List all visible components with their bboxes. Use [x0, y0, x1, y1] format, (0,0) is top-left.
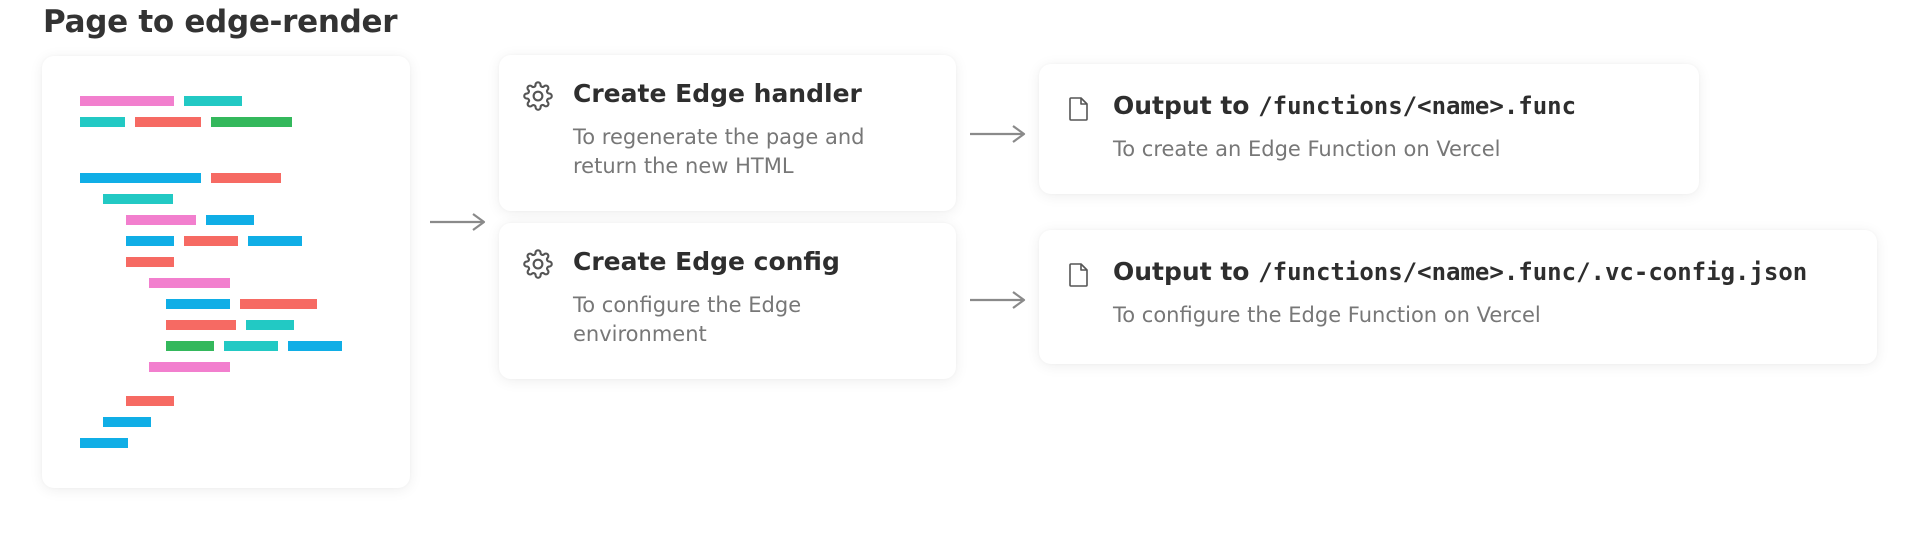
output-prefix: Output to [1113, 257, 1259, 286]
output-card-func: Output to /functions/<name>.func To crea… [1039, 64, 1699, 194]
arrow-right-icon [430, 213, 486, 231]
code-token-bar [126, 215, 196, 225]
step-card-edge-handler: Create Edge handler To regenerate the pa… [499, 55, 956, 211]
code-token-bar [184, 96, 242, 106]
file-icon [1069, 263, 1088, 287]
code-illustration [80, 96, 342, 448]
output-title: Output to /functions/<name>.func [1113, 91, 1576, 120]
code-token-bar [166, 320, 236, 330]
step-description: To configure the Edge environment [573, 293, 802, 346]
code-token-bar [246, 320, 294, 330]
code-token-bar [135, 117, 201, 127]
diagram-title: Page to edge-render [43, 4, 398, 40]
code-token-bar [184, 236, 238, 246]
output-card-vc-config: Output to /functions/<name>.func/.vc-con… [1039, 230, 1877, 364]
output-prefix: Output to [1113, 91, 1259, 120]
code-token-bar [211, 173, 281, 183]
code-token-bar [103, 417, 151, 427]
arrow-right-icon [970, 125, 1026, 143]
code-token-bar [80, 96, 174, 106]
output-path: /functions/<name>.func/.vc-config.json [1258, 258, 1808, 286]
code-token-bar [126, 396, 174, 406]
code-token-bar [80, 438, 128, 448]
step-card-edge-config: Create Edge config To configure the Edge… [499, 223, 956, 379]
code-token-bar [288, 341, 342, 351]
gear-icon [523, 81, 553, 111]
output-description: To configure the Edge Function on Vercel [1113, 303, 1541, 327]
file-icon [1069, 97, 1088, 121]
output-description: To create an Edge Function on Vercel [1113, 137, 1501, 161]
arrow-right-icon [970, 291, 1026, 309]
code-token-bar [126, 257, 174, 267]
code-token-bar [166, 299, 230, 309]
gear-icon [523, 249, 553, 279]
code-token-bar [206, 215, 254, 225]
code-token-bar [211, 117, 292, 127]
code-token-bar [80, 173, 201, 183]
code-token-bar [166, 341, 214, 351]
output-title: Output to /functions/<name>.func/.vc-con… [1113, 257, 1807, 286]
step-description: To regenerate the page and return the ne… [573, 125, 865, 178]
code-token-bar [149, 362, 230, 372]
code-token-bar [103, 194, 173, 204]
code-token-bar [240, 299, 317, 309]
code-token-bar [248, 236, 302, 246]
code-token-bar [80, 117, 125, 127]
step-title: Create Edge handler [573, 79, 862, 108]
code-token-bar [149, 278, 230, 288]
step-title: Create Edge config [573, 247, 840, 276]
code-token-bar [224, 341, 278, 351]
source-code-card [42, 56, 410, 488]
output-path: /functions/<name>.func [1258, 92, 1577, 120]
code-token-bar [126, 236, 174, 246]
